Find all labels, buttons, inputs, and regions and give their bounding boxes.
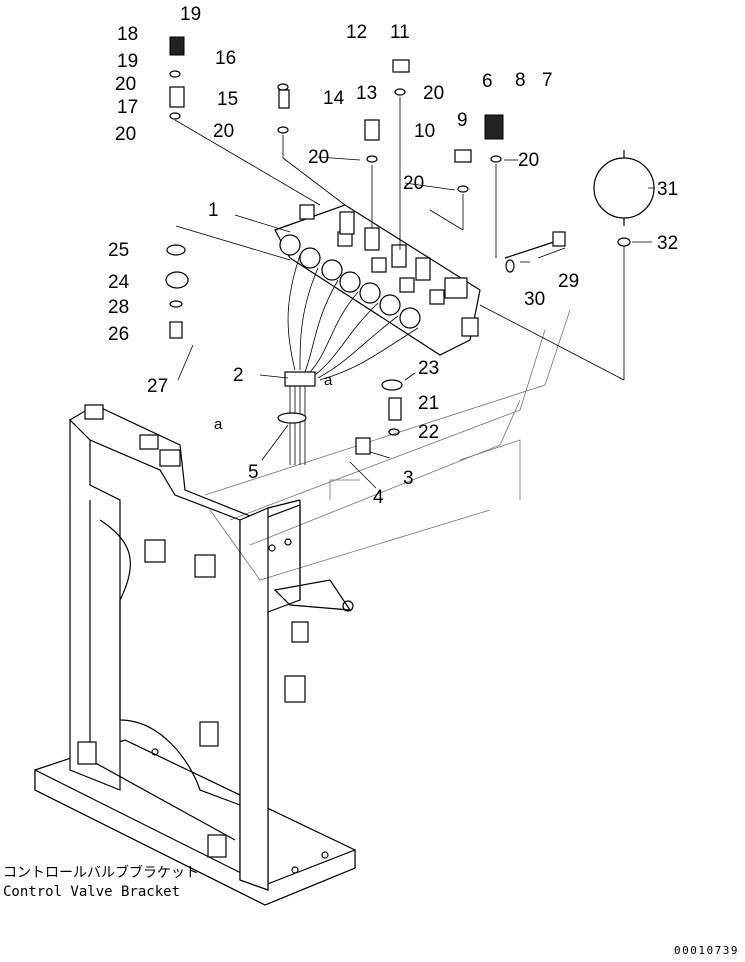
callout-11: 11 bbox=[390, 22, 410, 43]
callout-16: 16 bbox=[215, 48, 236, 69]
callout-25: 25 bbox=[108, 240, 129, 261]
callout-27: 27 bbox=[147, 376, 168, 397]
callout-20-c: 20 bbox=[213, 121, 234, 142]
callout-13: 13 bbox=[356, 83, 377, 104]
callout-17: 17 bbox=[117, 97, 138, 118]
callout-8: 8 bbox=[515, 70, 526, 91]
callout-20-e: 20 bbox=[423, 83, 444, 104]
callout-6: 6 bbox=[482, 71, 493, 92]
callout-7: 7 bbox=[542, 70, 553, 91]
callout-9: 9 bbox=[457, 110, 468, 131]
leader-lines bbox=[174, 97, 655, 489]
letter-mark-a-1: a bbox=[324, 372, 333, 389]
callout-2: 2 bbox=[233, 365, 244, 386]
callout-20-a: 20 bbox=[115, 74, 136, 95]
caption-japanese: コントロールバルブブラケット bbox=[3, 865, 199, 881]
callout-14: 14 bbox=[323, 88, 345, 109]
assembly-outline bbox=[204, 309, 571, 581]
callout-18: 18 bbox=[117, 24, 138, 45]
drawing-code: 00010739 bbox=[674, 944, 739, 957]
callout-24: 24 bbox=[108, 272, 130, 293]
letter-mark-a-2: a bbox=[214, 416, 223, 433]
callout-3: 3 bbox=[403, 468, 414, 489]
fittings bbox=[165, 36, 655, 455]
callout-20-d: 20 bbox=[308, 147, 329, 168]
callout-21: 21 bbox=[418, 393, 439, 414]
callout-20-b: 20 bbox=[115, 124, 136, 145]
callout-31: 31 bbox=[657, 179, 678, 200]
caption-english: Control Valve Bracket bbox=[3, 884, 181, 900]
callout-19-top: 19 bbox=[180, 4, 201, 25]
control-valve-bracket bbox=[34, 404, 356, 906]
callout-5: 5 bbox=[248, 462, 259, 483]
callout-22: 22 bbox=[418, 422, 439, 443]
callout-20-g: 20 bbox=[518, 150, 539, 171]
callout-26: 26 bbox=[108, 324, 129, 345]
callout-19: 19 bbox=[117, 51, 138, 72]
callout-28: 28 bbox=[108, 297, 129, 318]
callout-10: 10 bbox=[414, 121, 435, 142]
callout-4: 4 bbox=[373, 487, 384, 508]
callouts: 1 2 3 4 5 6 7 8 9 10 11 12 13 14 15 16 1… bbox=[108, 4, 678, 508]
callout-1: 1 bbox=[208, 200, 219, 221]
callout-29: 29 bbox=[558, 271, 579, 292]
callout-23: 23 bbox=[418, 358, 439, 379]
callout-20-f: 20 bbox=[403, 173, 424, 194]
callout-32: 32 bbox=[657, 233, 678, 254]
control-valve-assembly bbox=[274, 204, 566, 465]
callout-12: 12 bbox=[346, 22, 367, 43]
callout-30: 30 bbox=[524, 289, 545, 310]
callout-15: 15 bbox=[217, 89, 238, 110]
